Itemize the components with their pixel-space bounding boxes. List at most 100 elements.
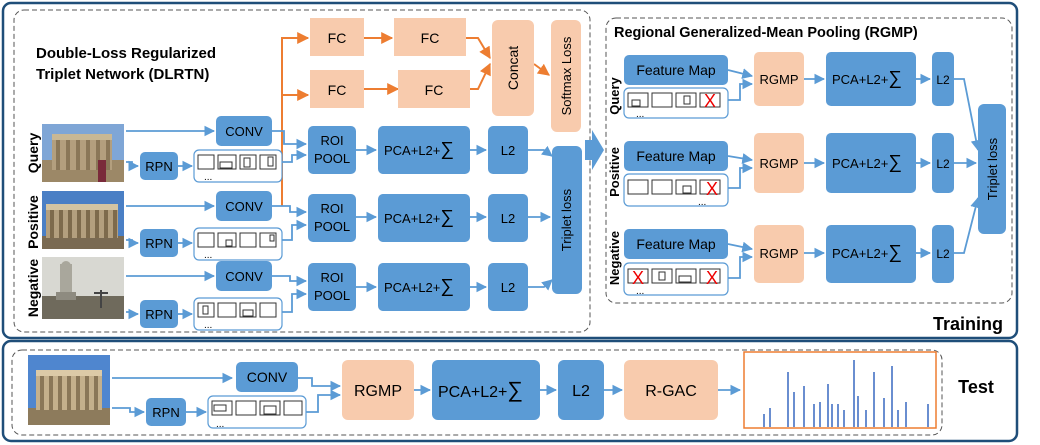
test-l2-box (558, 360, 604, 420)
pool-label-positive: POOL (314, 219, 350, 234)
test-rgmp-label: RGMP (354, 383, 402, 400)
dlrtn-title-line1: Double-Loss Regularized (36, 45, 216, 62)
roi-pool-box-positive (308, 194, 356, 242)
orange-arrow-upper-fc (281, 32, 310, 95)
rgmp-positive-label: Positive (607, 147, 622, 197)
rgmp-pca-label-positive: PCA+L2+∑ (832, 152, 902, 173)
ellipsis-negative: ... (204, 320, 212, 331)
rgmp-box-query (754, 52, 804, 106)
feature-map-label-query: Feature Map (636, 62, 716, 78)
roi-label-query: ROI (320, 133, 343, 148)
x-mark-query: X (704, 91, 716, 111)
test-panel (1, 339, 1019, 443)
training-label: Training (933, 314, 1003, 334)
descriptor-bars (763, 360, 929, 427)
test-pca-label: PCA+L2+∑ (438, 377, 523, 402)
feature-map-box-positive (624, 141, 728, 171)
arrow-positive-conv-roi (272, 205, 308, 218)
conv-box-positive (216, 191, 272, 221)
l2-box-query (488, 126, 528, 174)
arrow-query-regions-roi (282, 149, 308, 163)
rgmp-label-query: RGMP (760, 72, 799, 87)
concat-label: Concat (505, 46, 521, 90)
arrow-query-rpn (126, 160, 140, 172)
test-l2-label: L2 (572, 383, 590, 400)
arrow-negative-conv-roi (272, 275, 308, 287)
test-region-proposals (207, 395, 307, 429)
roi-label-positive: ROI (320, 201, 343, 216)
rgmp-l2-box-negative (932, 225, 954, 283)
test-pca-box (432, 360, 540, 420)
descriptor-chart (743, 351, 937, 429)
rgmp-label-positive: RGMP (760, 156, 799, 171)
arrow-negative-rpn (126, 308, 140, 320)
arrow-positive-regions-roi (282, 219, 308, 241)
conv-label-query: CONV (225, 124, 263, 139)
test-ellipsis: ... (216, 419, 224, 430)
pca-box-query (378, 126, 470, 174)
fc-label-2: FC (421, 30, 440, 46)
rgmp-ellipsis-query: ... (636, 109, 644, 120)
arrow-query-conv-roi (272, 130, 308, 150)
x-mark-negative-1: X (632, 268, 644, 288)
positive-label: Positive (25, 195, 41, 249)
negative-photo (42, 257, 124, 319)
x-mark-negative-2: X (706, 268, 718, 288)
positive-photo (42, 191, 124, 249)
fc-label-3: FC (328, 82, 347, 98)
arrow-rgmp-p-regions (728, 162, 754, 189)
l2-label-positive: L2 (501, 211, 515, 226)
rgmp-l2-box-positive (932, 133, 954, 193)
rgmp-pca-box-positive (826, 133, 916, 193)
test-rgmp-box (342, 360, 414, 420)
rgmp-regions-query (623, 87, 729, 119)
rgmp-l2-label-query: L2 (936, 73, 950, 87)
pca-label-positive: PCA+L2+∑ (384, 207, 454, 228)
roi-pool-box-query (308, 126, 356, 174)
test-rgac-box (624, 360, 718, 420)
negative-label: Negative (25, 259, 41, 318)
rgmp-regions-positive (623, 173, 729, 207)
l2-box-positive (488, 194, 528, 242)
orange-arrow-to-concat-2 (470, 62, 491, 90)
rpn-label-negative: RPN (145, 307, 172, 322)
rpn-box-query (140, 152, 178, 180)
pca-label-negative: PCA+L2+∑ (384, 276, 454, 297)
fc-box-2 (394, 18, 466, 56)
arrow-positive-rpn (126, 237, 140, 249)
fc-label-4: FC (425, 82, 444, 98)
fc-box-3 (310, 70, 364, 108)
feature-map-label-positive: Feature Map (636, 148, 716, 164)
arrow-rgmp-p-fm (727, 153, 754, 164)
ellipsis-query: ... (204, 172, 212, 183)
test-conv-box (236, 362, 298, 392)
ellipsis-positive: ... (204, 250, 212, 261)
triplet-loss-box-left (552, 146, 582, 294)
rgmp-query-label: Query (607, 76, 622, 114)
concat-box (492, 20, 534, 116)
pca-label-query: PCA+L2+∑ (384, 139, 454, 160)
rgmp-panel (605, 17, 1013, 304)
region-proposals-positive (193, 227, 283, 261)
panel-transition-arrow (585, 130, 604, 170)
rgmp-box-negative (754, 225, 804, 283)
arrow-negative-l2-triplet (528, 279, 553, 291)
query-photo (42, 124, 124, 182)
feature-map-label-negative: Feature Map (636, 236, 716, 252)
rgmp-pca-label-query: PCA+L2+∑ (832, 68, 902, 89)
feature-map-box-negative (624, 229, 728, 259)
arrow-rgmp-q-triplet (954, 78, 982, 152)
arrow-rgmp-n-fm (727, 241, 754, 253)
rgmp-l2-label-positive: L2 (936, 157, 950, 171)
test-inner-panel (11, 349, 943, 436)
test-label: Test (958, 377, 994, 397)
test-rpn-label: RPN (152, 405, 179, 420)
rgmp-ellipsis-negative: ... (636, 286, 644, 297)
conv-label-negative: CONV (225, 269, 263, 284)
test-rgac-label: R-GAC (645, 383, 697, 400)
conv-label-positive: CONV (225, 199, 263, 214)
rgmp-ellipsis-positive: ... (698, 197, 706, 208)
rpn-box-negative (140, 300, 178, 328)
arrow-rgmp-n-regions (728, 251, 754, 279)
